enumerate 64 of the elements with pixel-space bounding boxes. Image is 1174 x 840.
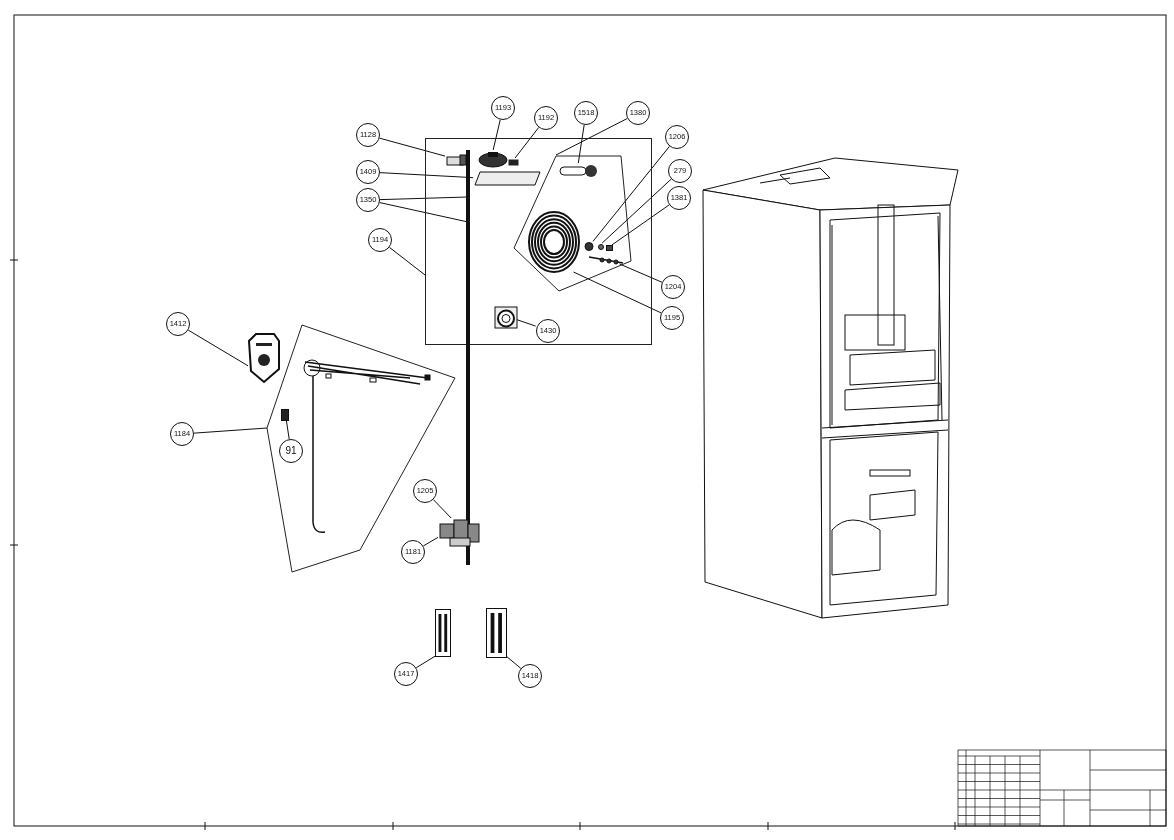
callout-circle xyxy=(413,479,437,503)
lamp-cover-drawing xyxy=(248,333,280,383)
leader-line xyxy=(379,196,467,201)
coiled-heater-drawing xyxy=(528,211,580,273)
callout-circle xyxy=(491,96,515,120)
pipe-drawing xyxy=(466,150,470,565)
leader-line xyxy=(555,117,628,156)
leader-line xyxy=(492,119,501,151)
callout-circle xyxy=(534,106,558,130)
leader-line xyxy=(415,655,436,669)
assembly-group-outline xyxy=(514,156,631,291)
callout-circle xyxy=(170,422,194,446)
gasket-strip-drawing xyxy=(435,609,451,657)
leader-line xyxy=(601,178,672,244)
leader-line xyxy=(432,499,452,519)
callout-circle xyxy=(356,160,380,184)
callout-circle xyxy=(626,101,650,125)
leader-line xyxy=(285,420,290,440)
leader-line xyxy=(577,124,585,164)
callout-circle xyxy=(368,228,392,252)
leader-line xyxy=(611,204,670,246)
gasket-strip-drawing xyxy=(486,608,507,658)
cover-plate-drawing xyxy=(474,171,541,186)
callout-circle xyxy=(661,275,685,299)
knob-drawing xyxy=(494,306,518,329)
callout-circle xyxy=(394,662,418,686)
bracket-part-drawing xyxy=(446,154,468,167)
leader-line xyxy=(379,172,474,179)
callout-circle xyxy=(401,540,425,564)
valve-drawing xyxy=(438,518,481,548)
leader-line xyxy=(379,202,467,223)
callout-circle xyxy=(660,306,684,330)
nut-drawing xyxy=(584,242,594,251)
leader-line xyxy=(506,656,522,669)
washer-drawing xyxy=(598,244,604,250)
callout-circle xyxy=(667,186,691,210)
connector-drawing xyxy=(508,159,519,166)
callout-circle xyxy=(279,439,303,463)
leader-line xyxy=(422,536,439,547)
fan-part-drawing xyxy=(478,151,508,169)
plug-drawing xyxy=(281,409,289,421)
callout-circle xyxy=(356,188,380,212)
screw-set-drawing xyxy=(588,255,624,265)
leader-line xyxy=(379,137,446,157)
motor-part-drawing xyxy=(558,164,598,178)
assembly-group-outline xyxy=(267,325,455,572)
callout-circle xyxy=(574,101,598,125)
leader-line xyxy=(514,127,540,159)
leader-line xyxy=(573,271,662,314)
leader-line xyxy=(516,319,537,327)
leader-line xyxy=(592,145,670,242)
leader-line xyxy=(619,263,663,283)
callout-circle xyxy=(536,319,560,343)
callout-circle xyxy=(668,159,692,183)
callout-circle xyxy=(665,125,689,149)
leader-line xyxy=(187,329,249,367)
callout-circle xyxy=(166,312,190,336)
leader-line xyxy=(193,427,268,434)
callout-circle xyxy=(356,123,380,147)
clip-drawing xyxy=(606,245,613,251)
leader-line xyxy=(388,246,426,276)
callout-circle xyxy=(518,664,542,688)
callout-number: 91 xyxy=(285,446,297,456)
assembly-group-outline xyxy=(425,138,652,345)
